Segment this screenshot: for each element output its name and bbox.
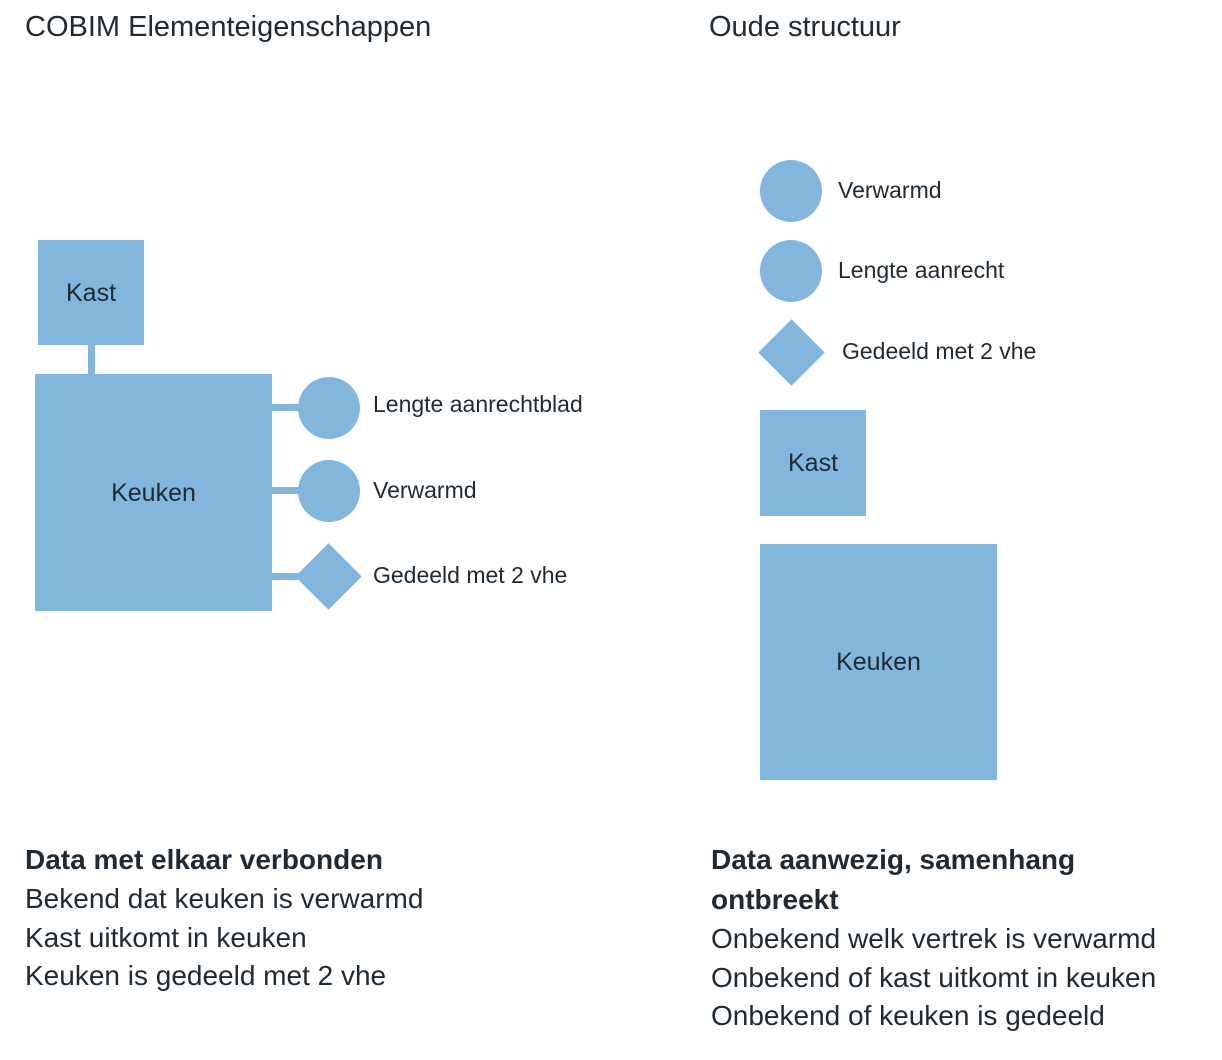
left-summary-title: Data met elkaar verbonden xyxy=(25,844,383,875)
keuken-box-label: Keuken xyxy=(111,478,196,507)
property-circle-1 xyxy=(298,377,360,439)
loose-kast-box: Kast xyxy=(760,410,866,516)
left-summary-line-1: Bekend dat keuken is verwarmd xyxy=(25,883,424,914)
property-connector-2 xyxy=(270,487,302,494)
property-circle-2 xyxy=(298,460,360,522)
loose-property-label-1: Verwarmd xyxy=(838,177,942,203)
right-panel-title: Oude structuur xyxy=(709,11,901,43)
right-summary-line-2: Onbekend of kast uitkomt in keuken xyxy=(711,961,1157,993)
left-panel-title: COBIM Elementeigenschappen xyxy=(25,11,432,43)
loose-property-label-3: Gedeeld met 2 vhe xyxy=(842,338,1037,364)
loose-property-circle-2 xyxy=(760,240,822,302)
loose-property-circle-1 xyxy=(760,160,822,222)
loose-keuken-box: Keuken xyxy=(760,544,997,780)
property-label-3: Gedeeld met 2 vhe xyxy=(373,562,568,588)
property-label-2: Verwarmd xyxy=(373,477,477,503)
property-connector-3 xyxy=(270,573,302,580)
right-summary-title: Data aanwezig, samenhang ontbreekt xyxy=(711,844,1076,915)
left-summary-line-3: Keuken is gedeeld met 2 vhe xyxy=(25,960,387,991)
loose-keuken-box-label: Keuken xyxy=(836,648,921,676)
left-summary-line-2: Kast uitkomt in keuken xyxy=(25,921,307,953)
property-label-1: Lengte aanrechtblad xyxy=(373,391,583,417)
property-diamond-3 xyxy=(295,543,362,610)
keuken-box: Keuken xyxy=(35,374,272,611)
kast-keuken-connector xyxy=(88,345,95,375)
right-summary-line-1: Onbekend welk vertrek is verwarmd xyxy=(711,923,1157,954)
loose-property-diamond-3 xyxy=(758,319,825,386)
left-summary: Data met elkaar verbonden Bekend dat keu… xyxy=(25,840,625,996)
kast-box: Kast xyxy=(38,240,144,345)
loose-kast-box-label: Kast xyxy=(787,449,839,477)
loose-property-label-2: Lengte aanrecht xyxy=(838,257,1005,283)
kast-box-label: Kast xyxy=(65,278,117,307)
right-summary: Data aanwezig, samenhang ontbreekt Onbek… xyxy=(711,840,1181,1036)
property-connector-1 xyxy=(270,404,302,411)
right-summary-line-3: Onbekend of keuken is gedeeld xyxy=(711,1000,1105,1031)
